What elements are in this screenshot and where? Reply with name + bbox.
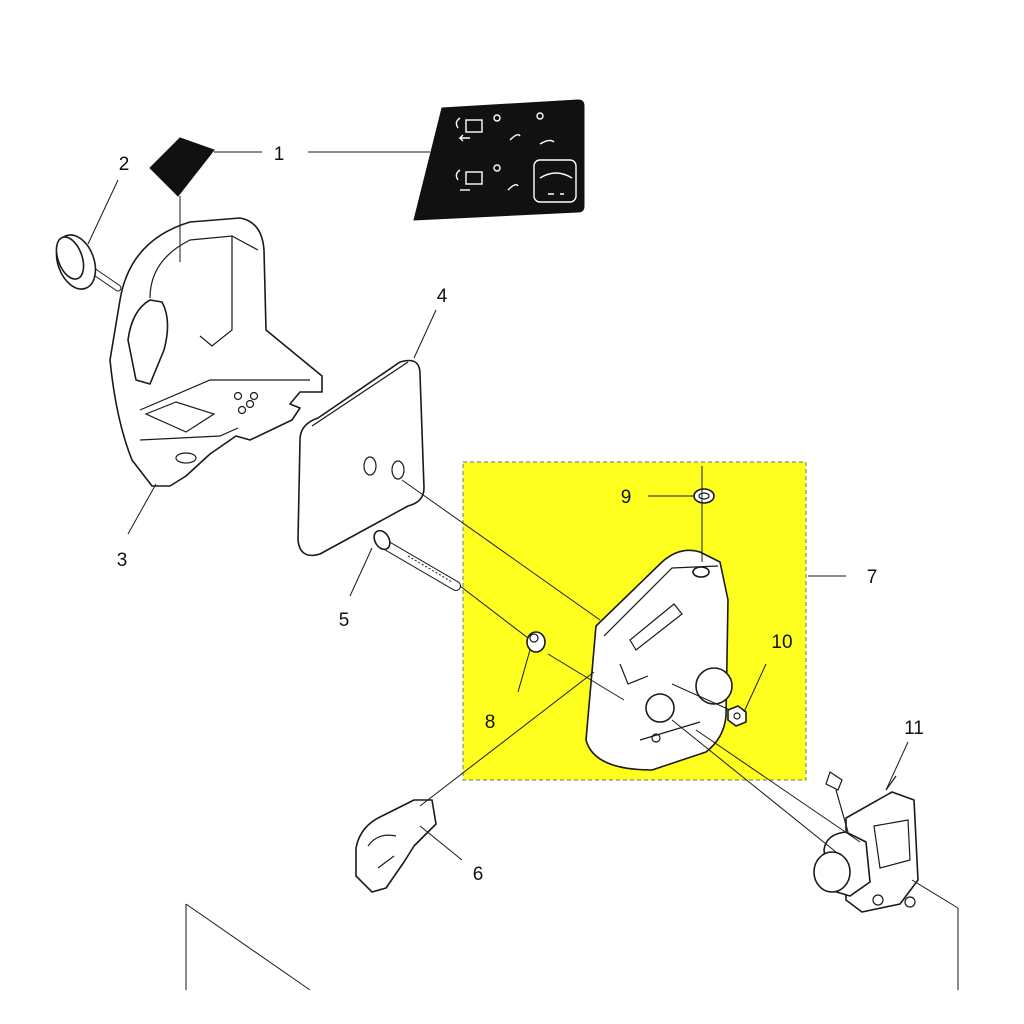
carburetor-icon[interactable]	[813, 771, 919, 913]
bolt-icon[interactable]	[371, 528, 461, 591]
callout-2: 2	[119, 154, 130, 175]
gasket-ring-icon[interactable]	[693, 488, 715, 504]
callout-3: 3	[117, 550, 128, 571]
callout-10: 10	[771, 632, 792, 653]
air-filter-icon[interactable]	[297, 359, 425, 557]
callout-7: 7	[867, 567, 878, 588]
sleeve-icon[interactable]	[526, 631, 546, 653]
clip-tab-icon[interactable]	[149, 137, 215, 197]
knob-screw-icon[interactable]	[50, 230, 122, 295]
callout-9: 9	[621, 487, 632, 508]
nut-icon[interactable]	[727, 705, 747, 727]
callout-5: 5	[339, 610, 350, 631]
air-filter-cover-icon[interactable]	[109, 217, 323, 487]
latch-icon[interactable]	[355, 799, 437, 893]
callout-6: 6	[473, 864, 484, 885]
decal-panel-icon[interactable]	[413, 99, 585, 221]
callout-4: 4	[437, 286, 448, 307]
callout-1: 1	[274, 144, 285, 165]
callout-8: 8	[485, 712, 496, 733]
carburetor-adapter-icon[interactable]	[585, 549, 733, 771]
callout-11: 11	[904, 718, 924, 739]
leader-lines	[87, 151, 959, 991]
